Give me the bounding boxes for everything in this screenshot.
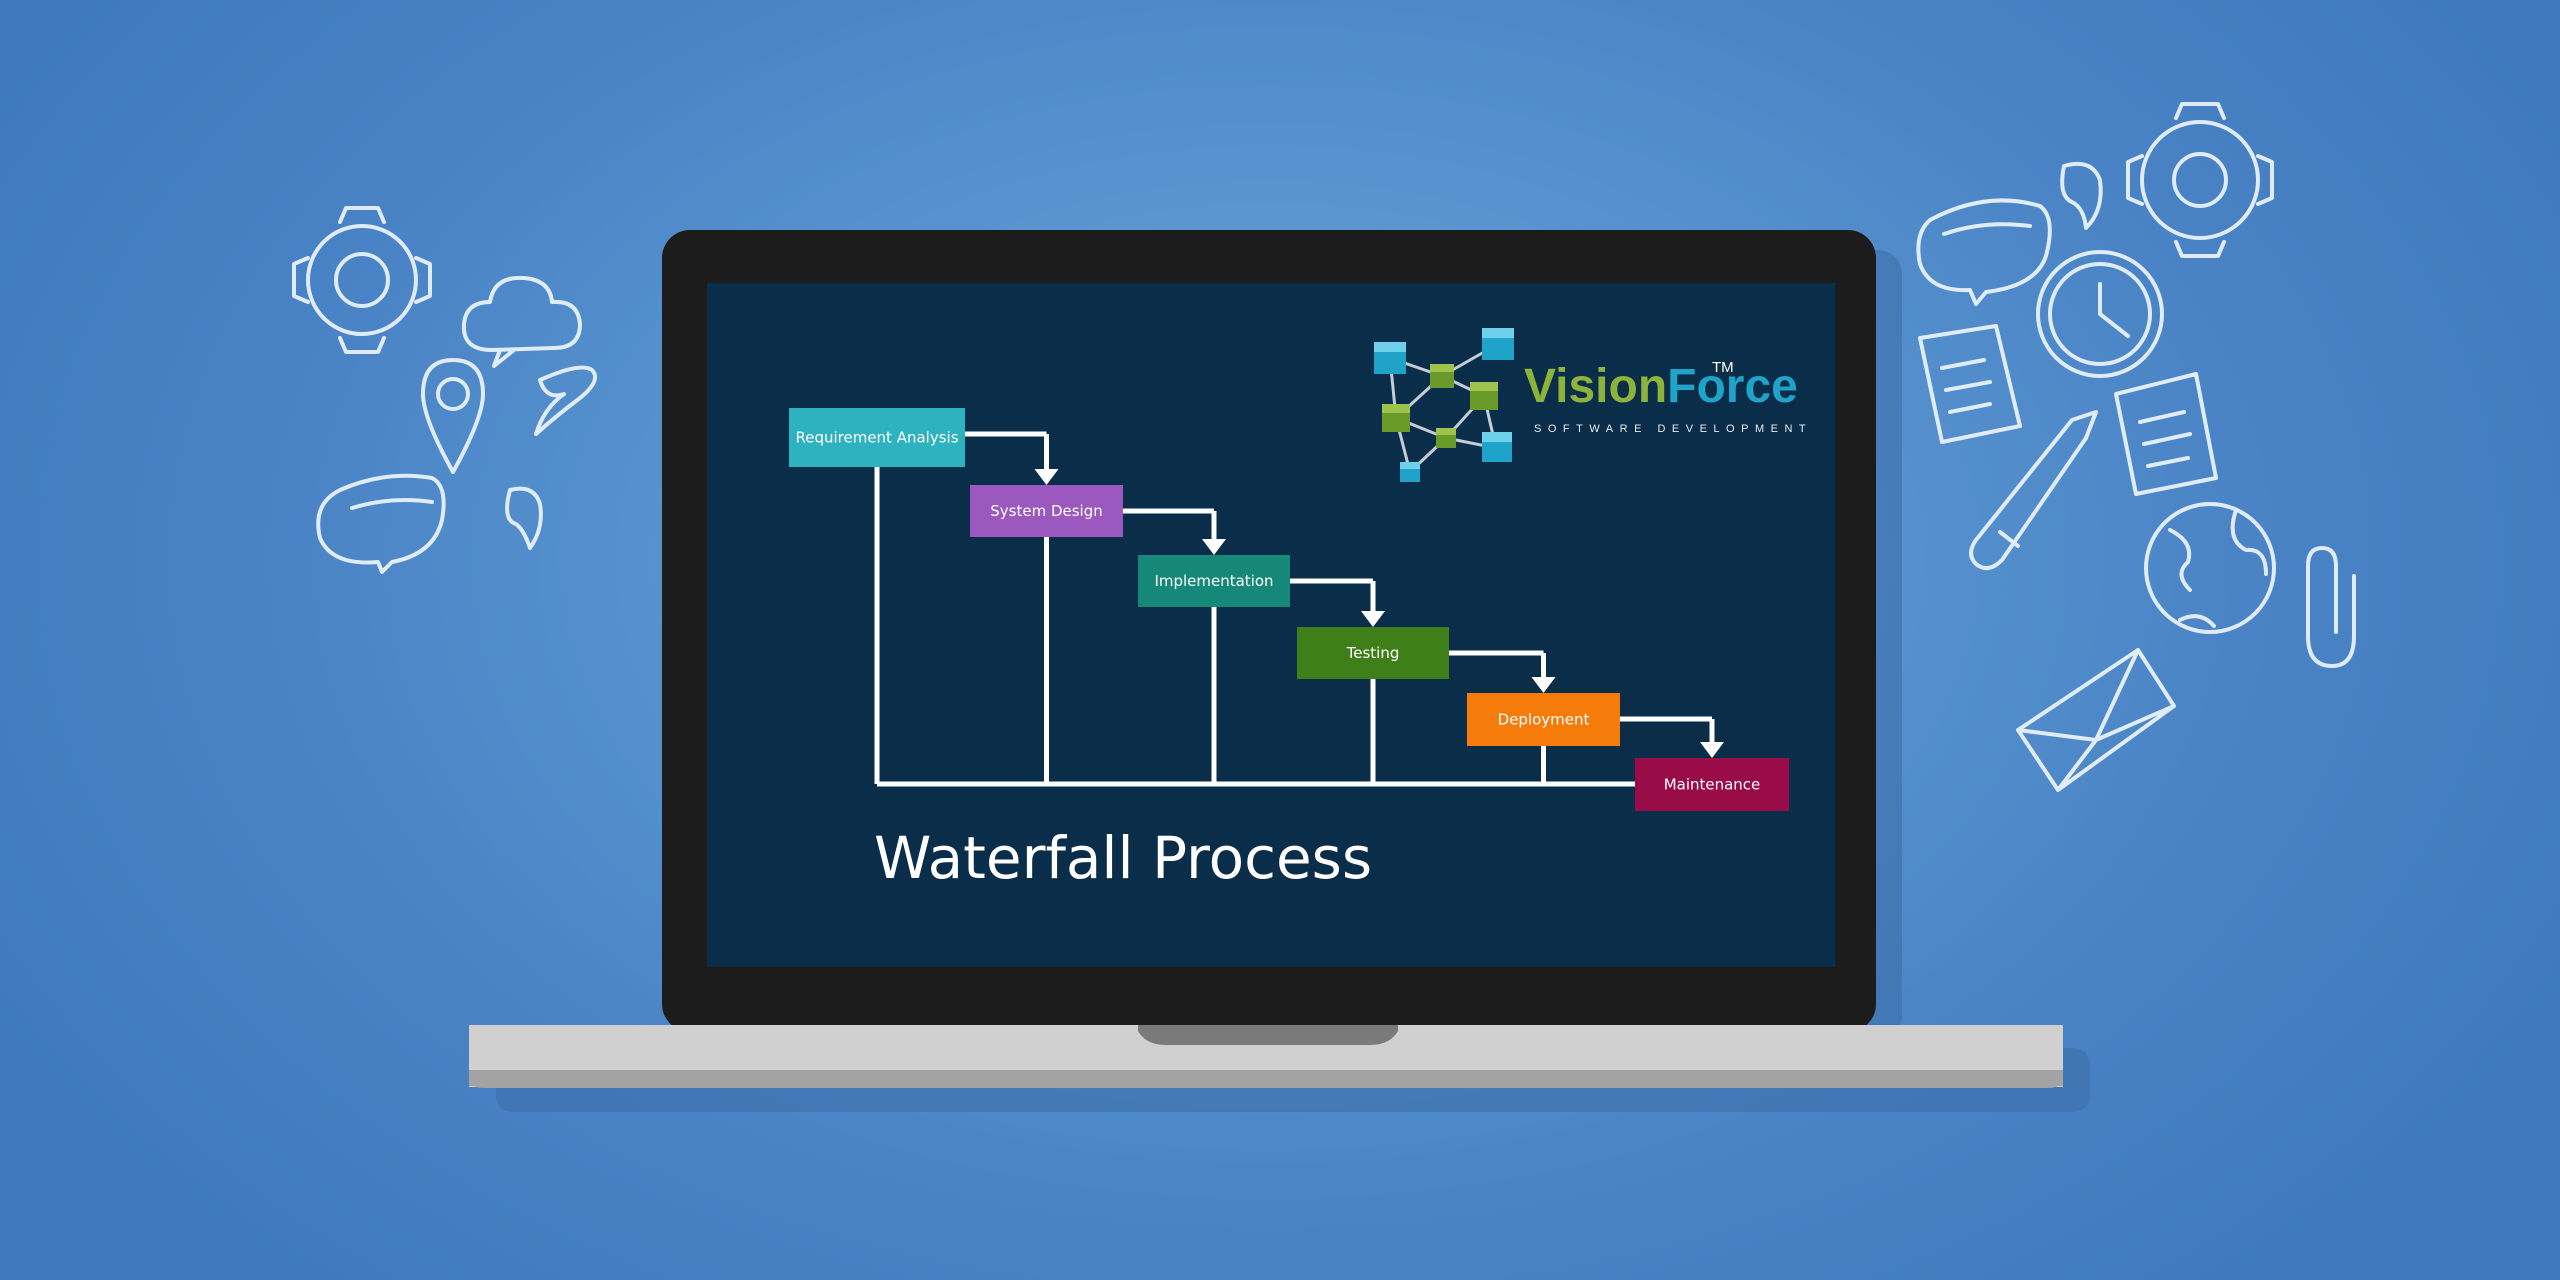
laptop-screen	[707, 283, 1835, 967]
envelope-icon	[2016, 648, 2176, 792]
logo: VisionForce TM SOFTWARE DEVELOPMENT	[1374, 328, 1812, 482]
left-doodles	[292, 206, 597, 574]
stage-label: Testing	[1346, 644, 1400, 662]
location-pin-icon	[421, 358, 485, 474]
stage-box: Deployment	[1467, 693, 1620, 746]
logo-wordmark-part1: Vision	[1524, 360, 1667, 413]
speech-bubble-icon	[316, 473, 446, 574]
arrow-head	[1034, 469, 1059, 485]
arrow-head	[1531, 677, 1556, 693]
stage-box: System Design	[970, 485, 1123, 537]
stage-box-fill	[1297, 627, 1449, 679]
arrow-head	[1700, 742, 1724, 758]
paperclip-icon	[2306, 546, 2356, 668]
stage-box: Requirement Analysis	[789, 408, 965, 467]
stage-box-fill	[1635, 758, 1789, 811]
logo-wordmark: VisionForce	[1524, 360, 1798, 413]
pencil-icon	[1969, 410, 2098, 571]
stage-box: Testing	[1297, 627, 1449, 679]
logo-wordmark-part2: Force	[1667, 360, 1798, 413]
stage-box-fill	[970, 485, 1123, 537]
stage-box-fill	[1467, 693, 1620, 746]
quote-mark-icon	[534, 365, 597, 436]
stage-label: Maintenance	[1664, 776, 1761, 794]
gear-icon	[292, 206, 432, 354]
quote-mark-icon	[2060, 161, 2103, 230]
stage-box: Implementation	[1138, 555, 1290, 607]
laptop	[469, 230, 2090, 1112]
logo-tagline: SOFTWARE DEVELOPMENT	[1534, 423, 1812, 435]
stage-label: Requirement Analysis	[795, 429, 958, 447]
stage-box-fill	[789, 408, 965, 467]
stage-box-fill	[1138, 555, 1290, 607]
logo-trademark: TM	[1712, 359, 1734, 376]
stage-box: Maintenance	[1635, 758, 1789, 811]
stage-label: Deployment	[1498, 711, 1590, 729]
trackpad-notch	[1138, 1025, 1398, 1045]
connector-lines	[874, 431, 1724, 787]
stage-label: Implementation	[1154, 572, 1273, 590]
diagram-title: Waterfall Process	[874, 824, 1372, 892]
quote-mark-icon	[505, 486, 543, 550]
document-icon	[2114, 372, 2218, 496]
molecule-icon	[1374, 328, 1514, 482]
globe-icon	[2144, 502, 2276, 634]
cloud-icon	[461, 275, 582, 368]
speech-bubble-icon	[1916, 198, 2052, 306]
arrow-head	[1202, 539, 1226, 555]
arrow-head	[1361, 611, 1385, 627]
document-icon	[1918, 324, 2022, 444]
gear-icon	[2126, 102, 2274, 258]
right-doodles	[1916, 102, 2356, 792]
stage-label: System Design	[990, 502, 1103, 520]
clock-icon	[2036, 250, 2164, 378]
